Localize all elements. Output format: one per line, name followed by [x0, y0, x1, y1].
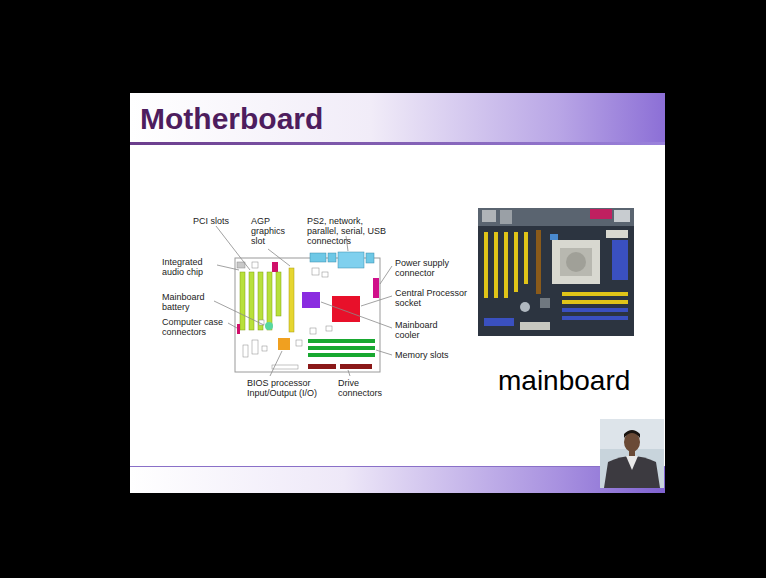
board-schematic-part — [235, 258, 380, 372]
leader-lines-part — [270, 351, 282, 376]
board-schematic-part — [237, 324, 240, 334]
leader-lines-part — [321, 302, 392, 328]
mainboard-photo-part — [478, 208, 634, 336]
mainboard-photo-part — [524, 232, 528, 284]
part-label: AGP graphics slot — [251, 216, 291, 246]
board-schematic-part — [340, 364, 372, 369]
part-label: BIOS processor Input/Output (I/O) — [247, 378, 327, 398]
leader-lines-part — [216, 226, 250, 270]
mainboard-photo-part — [520, 302, 530, 312]
leader-lines-part — [228, 323, 237, 328]
part-label: Mainboard cooler — [395, 320, 457, 340]
presenter-video-part — [624, 430, 640, 438]
board-schematic-part — [267, 272, 272, 330]
mainboard-photo-part — [614, 210, 630, 222]
mainboard-photo-part — [562, 292, 628, 296]
mainboard-photo-part — [606, 230, 628, 238]
board-schematic-part — [366, 253, 374, 263]
board-schematic-part — [240, 272, 245, 330]
mainboard-photo-part — [536, 230, 541, 294]
board-schematic — [235, 252, 380, 372]
mainboard-photo-part — [562, 300, 628, 304]
part-label: PS2, network, parallel, serial, USB conn… — [307, 216, 391, 246]
presenter-video-part — [604, 456, 660, 488]
caption-word: mainboard — [498, 365, 630, 397]
mainboard-photo-part — [504, 232, 508, 298]
part-label: Mainboard battery — [162, 292, 216, 312]
board-schematic-part — [310, 328, 316, 334]
mainboard-photo-part — [590, 209, 612, 219]
part-label: Drive connectors — [338, 378, 392, 398]
board-schematic-part — [272, 365, 298, 369]
mainboard-photo-part — [540, 298, 550, 308]
board-schematic-part — [237, 262, 245, 268]
board-schematic-part — [276, 272, 281, 316]
part-label: Integrated audio chip — [162, 257, 218, 277]
board-schematic-part — [252, 340, 258, 354]
leader-lines-part — [268, 249, 290, 266]
board-schematic-part — [373, 278, 379, 298]
mainboard-photo-part — [478, 208, 634, 226]
leader-lines-part — [361, 296, 392, 306]
slide-title: Motherboard — [140, 102, 323, 136]
mainboard-photo-part — [484, 232, 488, 298]
mainboard-photo-part — [562, 316, 628, 320]
board-schematic-part — [308, 346, 375, 350]
presenter-video-part — [600, 419, 664, 488]
board-schematic-part — [326, 326, 332, 331]
presenter-video-part — [629, 450, 635, 456]
board-schematic-part — [328, 253, 336, 262]
board-schematic-part — [272, 262, 278, 272]
leader-lines-part — [376, 350, 392, 355]
board-schematic-part — [262, 346, 267, 351]
mainboard-photo-part — [560, 248, 592, 276]
mainboard-photo-part — [520, 322, 550, 330]
part-label: Central Processor socket — [395, 288, 477, 308]
presenter-video-part — [626, 456, 638, 470]
board-schematic-part — [310, 253, 326, 262]
part-label: PCI slots — [193, 216, 245, 226]
board-schematic-part — [289, 268, 294, 332]
leader-lines — [214, 226, 392, 376]
leader-lines-part — [380, 266, 392, 284]
bottom-bar — [130, 467, 665, 493]
board-schematic-part — [265, 322, 273, 330]
board-schematic-part — [296, 340, 302, 346]
mainboard-photo-part — [550, 234, 558, 240]
part-label: Power supply connector — [395, 258, 457, 278]
board-schematic-part — [308, 364, 336, 369]
mainboard-photo-part — [482, 210, 496, 222]
mainboard-photo-part — [500, 210, 512, 224]
title-rule — [130, 142, 665, 145]
mainboard-photo-part — [612, 240, 628, 280]
board-schematic-part — [332, 296, 360, 322]
part-label: Memory slots — [395, 350, 465, 360]
board-schematic-part — [249, 272, 254, 330]
mainboard-photo-part — [566, 252, 586, 272]
board-schematic-part — [302, 292, 320, 308]
mainboard-photo-part — [552, 240, 600, 284]
board-schematic-part — [278, 338, 290, 350]
board-schematic-part — [338, 252, 364, 268]
mainboard-photo — [478, 208, 634, 336]
board-schematic-part — [258, 272, 263, 330]
leader-lines-part — [217, 265, 239, 270]
mainboard-photo-part — [494, 232, 498, 298]
presenter-video — [600, 419, 664, 488]
mainboard-photo-part — [514, 232, 518, 292]
board-schematic-part — [243, 345, 248, 357]
mainboard-photo-part — [562, 308, 628, 312]
board-schematic-part — [252, 262, 258, 268]
board-schematic-part — [308, 353, 375, 357]
board-schematic-part — [312, 268, 319, 275]
part-label: Computer case connectors — [162, 317, 228, 337]
board-schematic-part — [308, 339, 375, 343]
leader-lines-part — [348, 370, 350, 376]
mainboard-photo-part — [484, 318, 514, 326]
board-schematic-part — [322, 272, 328, 277]
